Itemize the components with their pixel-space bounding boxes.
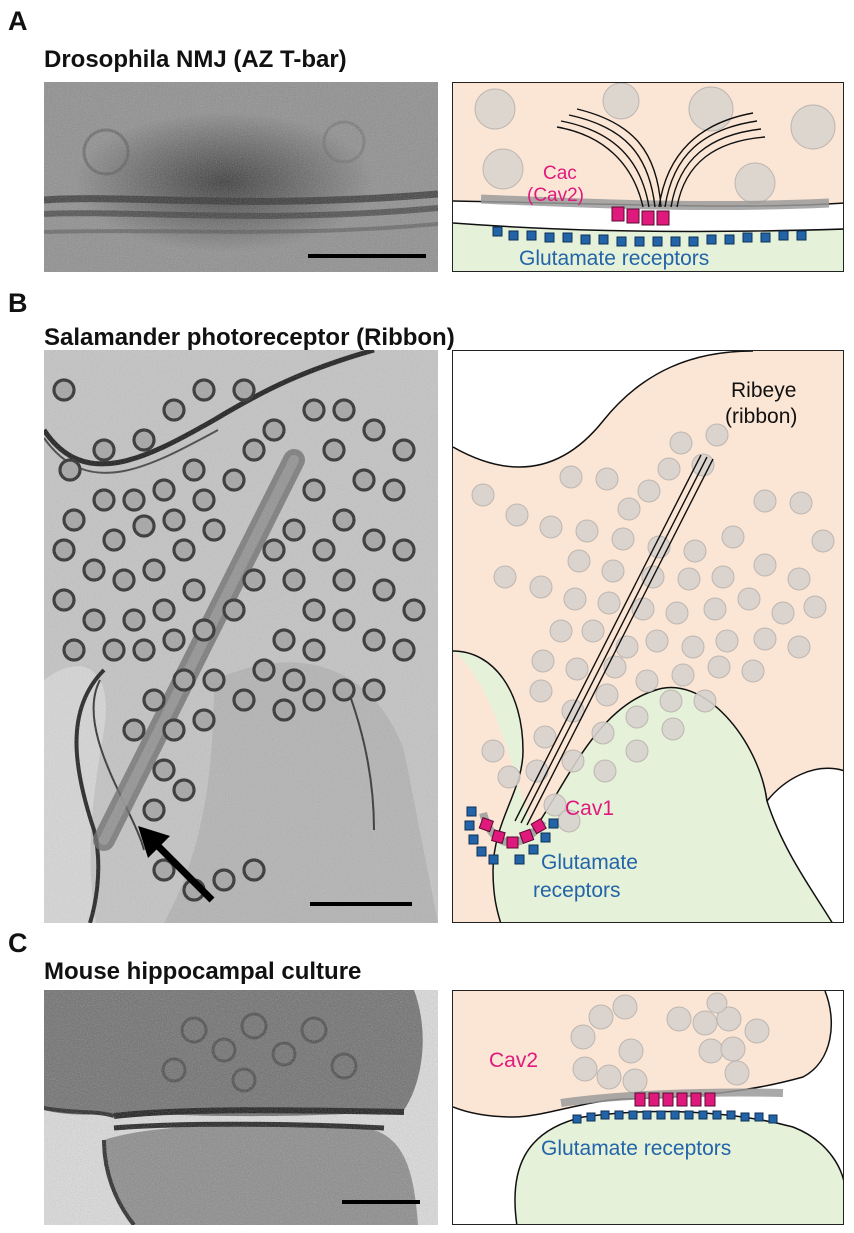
synaptic-vesicle — [705, 423, 729, 447]
synaptic-vesicle — [529, 679, 553, 703]
synaptic-vesicle — [715, 629, 739, 653]
synaptic-vesicle — [741, 659, 765, 683]
synaptic-vesicle — [561, 749, 585, 773]
receptor-label-a: Glutamate receptors — [519, 247, 709, 270]
synaptic-vesicle — [539, 515, 563, 539]
panel-letter-c: C — [8, 928, 28, 958]
em-micrograph-c — [44, 990, 438, 1225]
synaptic-vesicle — [645, 629, 669, 653]
postsynaptic-cell-c — [514, 1111, 843, 1224]
synaptic-vesicle — [615, 635, 639, 659]
synaptic-vesicle — [549, 619, 573, 643]
synaptic-vesicle — [811, 529, 835, 553]
synaptic-vesicle — [595, 467, 619, 491]
ribbon-label-b-line2: (ribbon) — [725, 405, 797, 428]
synaptic-vesicle — [721, 525, 745, 549]
channel-label-c: Cav2 — [489, 1049, 538, 1072]
schematic-a: Cac (Cav2) Glutamate receptors — [452, 82, 844, 272]
synaptic-vesicle — [505, 503, 529, 527]
channel-label-a-line2: (Cav2) — [527, 185, 584, 206]
receptor-label-c: Glutamate receptors — [541, 1137, 731, 1160]
synaptic-vesicle — [567, 549, 591, 573]
synaptic-vesicle — [683, 539, 707, 563]
glutamate-receptors-c — [572, 1110, 778, 1124]
schematic-c: Cav2 Glutamate receptors — [452, 990, 844, 1225]
synaptic-vesicle — [625, 705, 649, 729]
panel-title-c: Mouse hippocampal culture — [44, 958, 362, 985]
synaptic-vesicle — [753, 553, 777, 577]
synaptic-vesicles-a — [474, 83, 836, 204]
synaptic-vesicle — [711, 565, 735, 589]
calcium-channels-a — [611, 206, 670, 226]
synaptic-vesicle — [543, 793, 567, 817]
calcium-channels-c — [634, 1092, 716, 1107]
synaptic-vesicle — [693, 689, 717, 713]
synaptic-vesicle — [669, 431, 693, 455]
synaptic-vesicle — [635, 669, 659, 693]
synaptic-vesicle — [565, 657, 589, 681]
synaptic-vesicle — [647, 535, 671, 559]
synaptic-vesicles-b — [471, 423, 835, 833]
synaptic-vesicle — [771, 601, 795, 625]
panel-letter-b: B — [8, 288, 28, 318]
synaptic-vesicle — [665, 601, 689, 625]
synaptic-vesicle — [563, 587, 587, 611]
synaptic-vesicle — [625, 739, 649, 763]
glutamate-receptors-a — [492, 226, 807, 247]
synaptic-vesicle — [529, 575, 553, 599]
panel-title-a: Drosophila NMJ (AZ T-bar) — [44, 46, 347, 73]
em-micrograph-b — [44, 350, 438, 923]
ribbon-label-b-line1: Ribeye — [731, 379, 796, 402]
synaptic-vesicle — [575, 519, 599, 543]
synaptic-vesicle — [659, 689, 683, 713]
receptor-label-b-line1: Glutamate — [541, 851, 638, 874]
synaptic-vesicle — [481, 739, 505, 763]
synaptic-vesicle — [661, 717, 685, 741]
synaptic-vesicle — [617, 497, 641, 521]
synaptic-vesicle — [581, 619, 605, 643]
panel-title-b: Salamander photoreceptor (Ribbon) — [44, 324, 455, 351]
synaptic-vesicle — [493, 565, 517, 589]
synaptic-vesicle — [787, 567, 811, 591]
synaptic-vesicle — [681, 635, 705, 659]
synaptic-vesicle — [597, 591, 621, 615]
synaptic-vesicle — [591, 721, 615, 745]
channel-label-a-line1: Cac — [543, 163, 577, 184]
receptor-label-b-line2: receptors — [533, 879, 621, 902]
synaptic-vesicle — [789, 491, 813, 515]
synaptic-vesicle — [593, 759, 617, 783]
synaptic-vesicle — [471, 483, 495, 507]
synaptic-vesicle — [677, 567, 701, 591]
glutamate-receptors-b — [464, 806, 559, 865]
panel-letter-a: A — [8, 6, 28, 36]
synaptic-vesicle — [631, 597, 655, 621]
synaptic-vesicles-c — [570, 992, 770, 1094]
synaptic-vesicle — [611, 527, 635, 551]
synaptic-vesicle — [601, 559, 625, 583]
synaptic-vesicle — [753, 489, 777, 513]
postsynaptic-cell-b — [453, 651, 832, 922]
active-zone-density-c — [560, 1088, 784, 1107]
synaptic-vesicle — [559, 465, 583, 489]
calcium-channels-b — [478, 816, 547, 849]
ribbon-filaments-b — [514, 454, 714, 826]
em-micrograph-a — [44, 82, 438, 272]
schematic-b: Ribeye (ribbon) Cav1 Glutamate receptors — [452, 350, 844, 923]
synaptic-vesicle — [657, 457, 681, 481]
synaptic-vesicle — [531, 649, 555, 673]
synaptic-vesicle — [533, 725, 557, 749]
synaptic-vesicle — [803, 595, 827, 619]
synaptic-vesicle — [497, 765, 521, 789]
synaptic-vesicle — [703, 597, 727, 621]
synaptic-vesicle — [737, 587, 761, 611]
synaptic-vesicle — [753, 627, 777, 651]
synaptic-vesicle — [637, 479, 661, 503]
synaptic-vesicle — [595, 683, 619, 707]
t-bar-filaments-a — [556, 108, 766, 208]
arrow-b — [138, 826, 215, 903]
synaptic-vesicle — [787, 635, 811, 659]
synaptic-vesicle — [707, 655, 731, 679]
synaptic-vesicle — [671, 663, 695, 687]
channel-label-b: Cav1 — [565, 797, 614, 820]
